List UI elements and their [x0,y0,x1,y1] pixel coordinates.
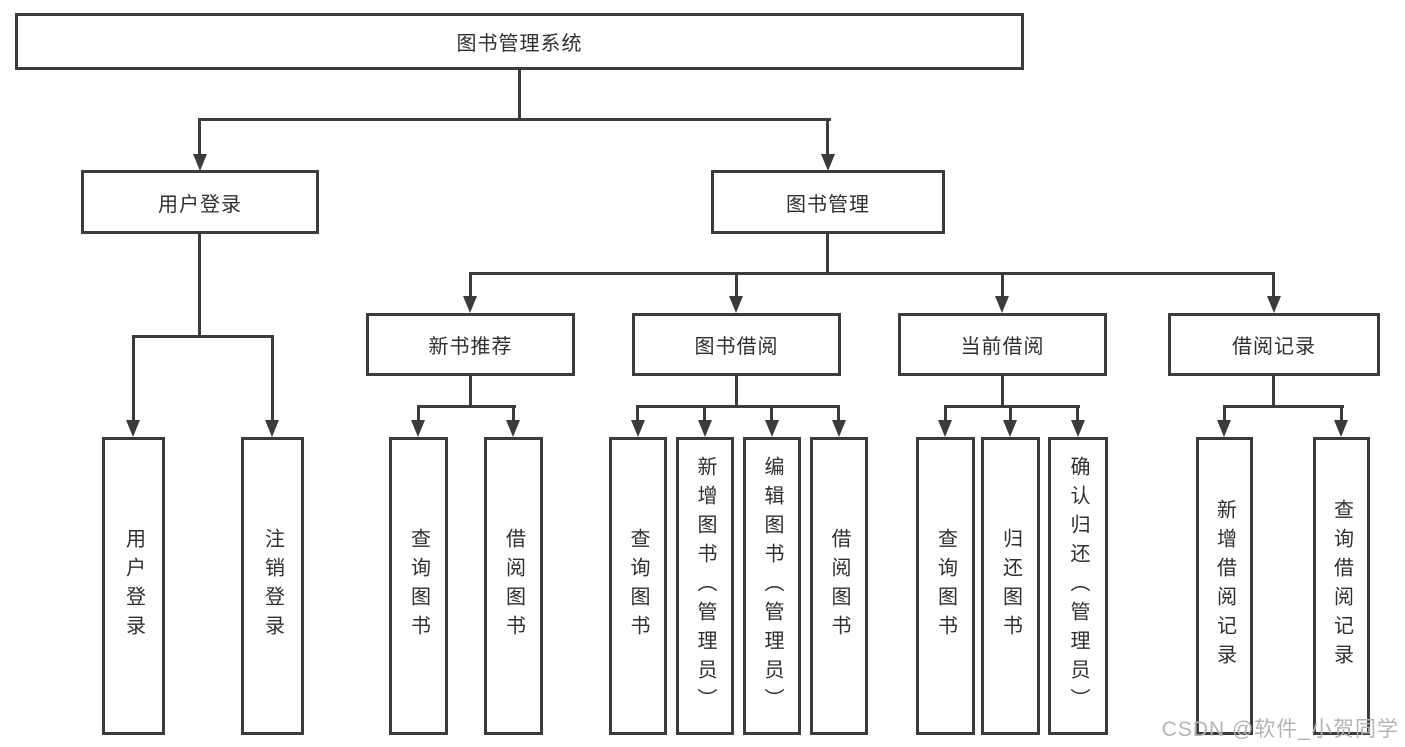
arrow-to-book-mgmt [821,154,835,171]
leaf-current-query-books-label: 查询图书 [934,528,957,644]
arrow-to-book-borrow [729,296,743,313]
node-user-login-label: 用户登录 [158,193,242,216]
node-new-book-rec-label: 新书推荐 [428,336,513,358]
connector-drop-d2 [1009,405,1012,423]
node-current-borrow: 当前借阅 [898,313,1107,376]
arrow-to-d3 [1071,420,1085,437]
leaf-add-borrow-record-label: 新增借阅记录 [1213,499,1236,673]
leaf-rec-query-books: 查询图书 [389,437,448,735]
leaf-return-books: 归还图书 [981,437,1040,735]
leaf-borrow-query-books-label: 查询图书 [627,528,649,644]
connector-drop-borrow-records [1272,272,1275,300]
arrow-to-e1 [1217,420,1231,437]
connector-drop-c3 [770,405,773,423]
leaf-borrow-query-books: 查询图书 [609,437,667,735]
node-borrow-records-label: 借阅记录 [1232,336,1316,358]
arrow-to-c1 [631,420,645,437]
arrow-to-new-book-rec [463,296,477,313]
node-book-borrow: 图书借阅 [632,313,841,376]
leaf-user-login-label: 用户登录 [122,528,145,644]
connector-drop-leaf-logout [271,335,274,422]
arrow-to-b1 [411,420,425,437]
connector-drop-e1 [1223,405,1226,423]
arrow-to-c4 [832,420,846,437]
connector-root-stem [518,67,521,121]
connector-drop-user-login [198,118,201,158]
connector-book-borrow-bar [636,405,840,408]
leaf-add-books-admin: 新增图书（管理员） [676,437,734,735]
connector-user-login-stem [198,232,201,337]
connector-drop-book-mgmt [826,118,829,158]
connector-drop-current-borrow [1001,272,1004,300]
arrow-to-leaf-login [126,420,140,437]
arrow-to-user-login [193,154,207,171]
connector-book-borrow-stem [735,374,738,407]
leaf-query-borrow-record-label: 查询借阅记录 [1330,499,1353,673]
leaf-edit-books-admin-label: 编辑图书（管理员） [761,455,783,717]
arrow-to-b2 [506,420,520,437]
node-book-mgmt: 图书管理 [711,170,945,234]
leaf-confirm-return-admin-label: 确认归还（管理员） [1067,455,1089,717]
connector-borrow-records-bar [1223,405,1344,408]
connector-level3-bar [469,272,1275,275]
connector-drop-d3 [1076,405,1079,423]
leaf-rec-borrow-books-label: 借阅图书 [502,528,525,644]
connector-drop-c4 [837,405,840,423]
leaf-return-books-label: 归还图书 [999,528,1022,644]
connector-drop-book-borrow [735,272,738,300]
arrow-to-d2 [1003,420,1017,437]
node-borrow-records: 借阅记录 [1168,313,1380,376]
connector-drop-b1 [417,405,420,423]
node-book-borrow-label: 图书借阅 [694,336,779,358]
connector-current-borrow-bar [944,405,1080,408]
connector-book-mgmt-stem [826,232,829,274]
connector-drop-c1 [636,405,639,423]
leaf-logout: 注销登录 [241,437,304,735]
arrow-to-d1 [938,420,952,437]
leaf-edit-books-admin: 编辑图书（管理员） [743,437,801,735]
connector-new-book-rec-stem [469,374,472,407]
leaf-rec-borrow-books: 借阅图书 [484,437,543,735]
arrow-to-c2 [698,420,712,437]
node-new-book-rec: 新书推荐 [366,313,575,376]
arrow-to-leaf-logout [265,420,279,437]
leaf-rec-query-books-label: 查询图书 [407,528,430,644]
csdn-watermark: CSDN @软件_小贺同学 [1161,718,1399,741]
leaf-confirm-return-admin: 确认归还（管理员） [1048,437,1108,735]
leaf-add-books-admin-label: 新增图书（管理员） [694,455,716,717]
leaf-user-login: 用户登录 [102,437,165,735]
connector-drop-leaf-login [132,335,135,422]
arrow-to-current-borrow [995,296,1009,313]
node-current-borrow-label: 当前借阅 [960,336,1045,358]
leaf-current-query-books: 查询图书 [916,437,975,735]
connector-drop-e2 [1340,405,1343,423]
node-user-login: 用户登录 [81,170,319,234]
arrow-to-e2 [1334,420,1348,437]
node-library-system-label: 图书管理系统 [456,33,583,55]
connector-new-book-rec-bar [417,405,516,408]
leaf-borrow-books-label: 借阅图书 [828,528,850,644]
leaf-query-borrow-record: 查询借阅记录 [1313,437,1370,735]
node-book-mgmt-label: 图书管理 [786,193,870,216]
leaf-add-borrow-record: 新增借阅记录 [1196,437,1253,735]
connector-borrow-records-stem [1272,374,1275,407]
connector-drop-c2 [703,405,706,423]
connector-user-login-bar [132,335,274,338]
leaf-logout-label: 注销登录 [261,528,284,644]
arrow-to-c3 [765,420,779,437]
arrow-to-borrow-records [1267,296,1281,313]
connector-drop-d1 [944,405,947,423]
connector-level2-bar [198,118,831,121]
connector-current-borrow-stem [1001,374,1004,407]
node-library-system: 图书管理系统 [15,13,1024,70]
connector-drop-new-book-rec [469,272,472,300]
connector-drop-b2 [512,405,515,423]
leaf-borrow-books: 借阅图书 [810,437,868,735]
